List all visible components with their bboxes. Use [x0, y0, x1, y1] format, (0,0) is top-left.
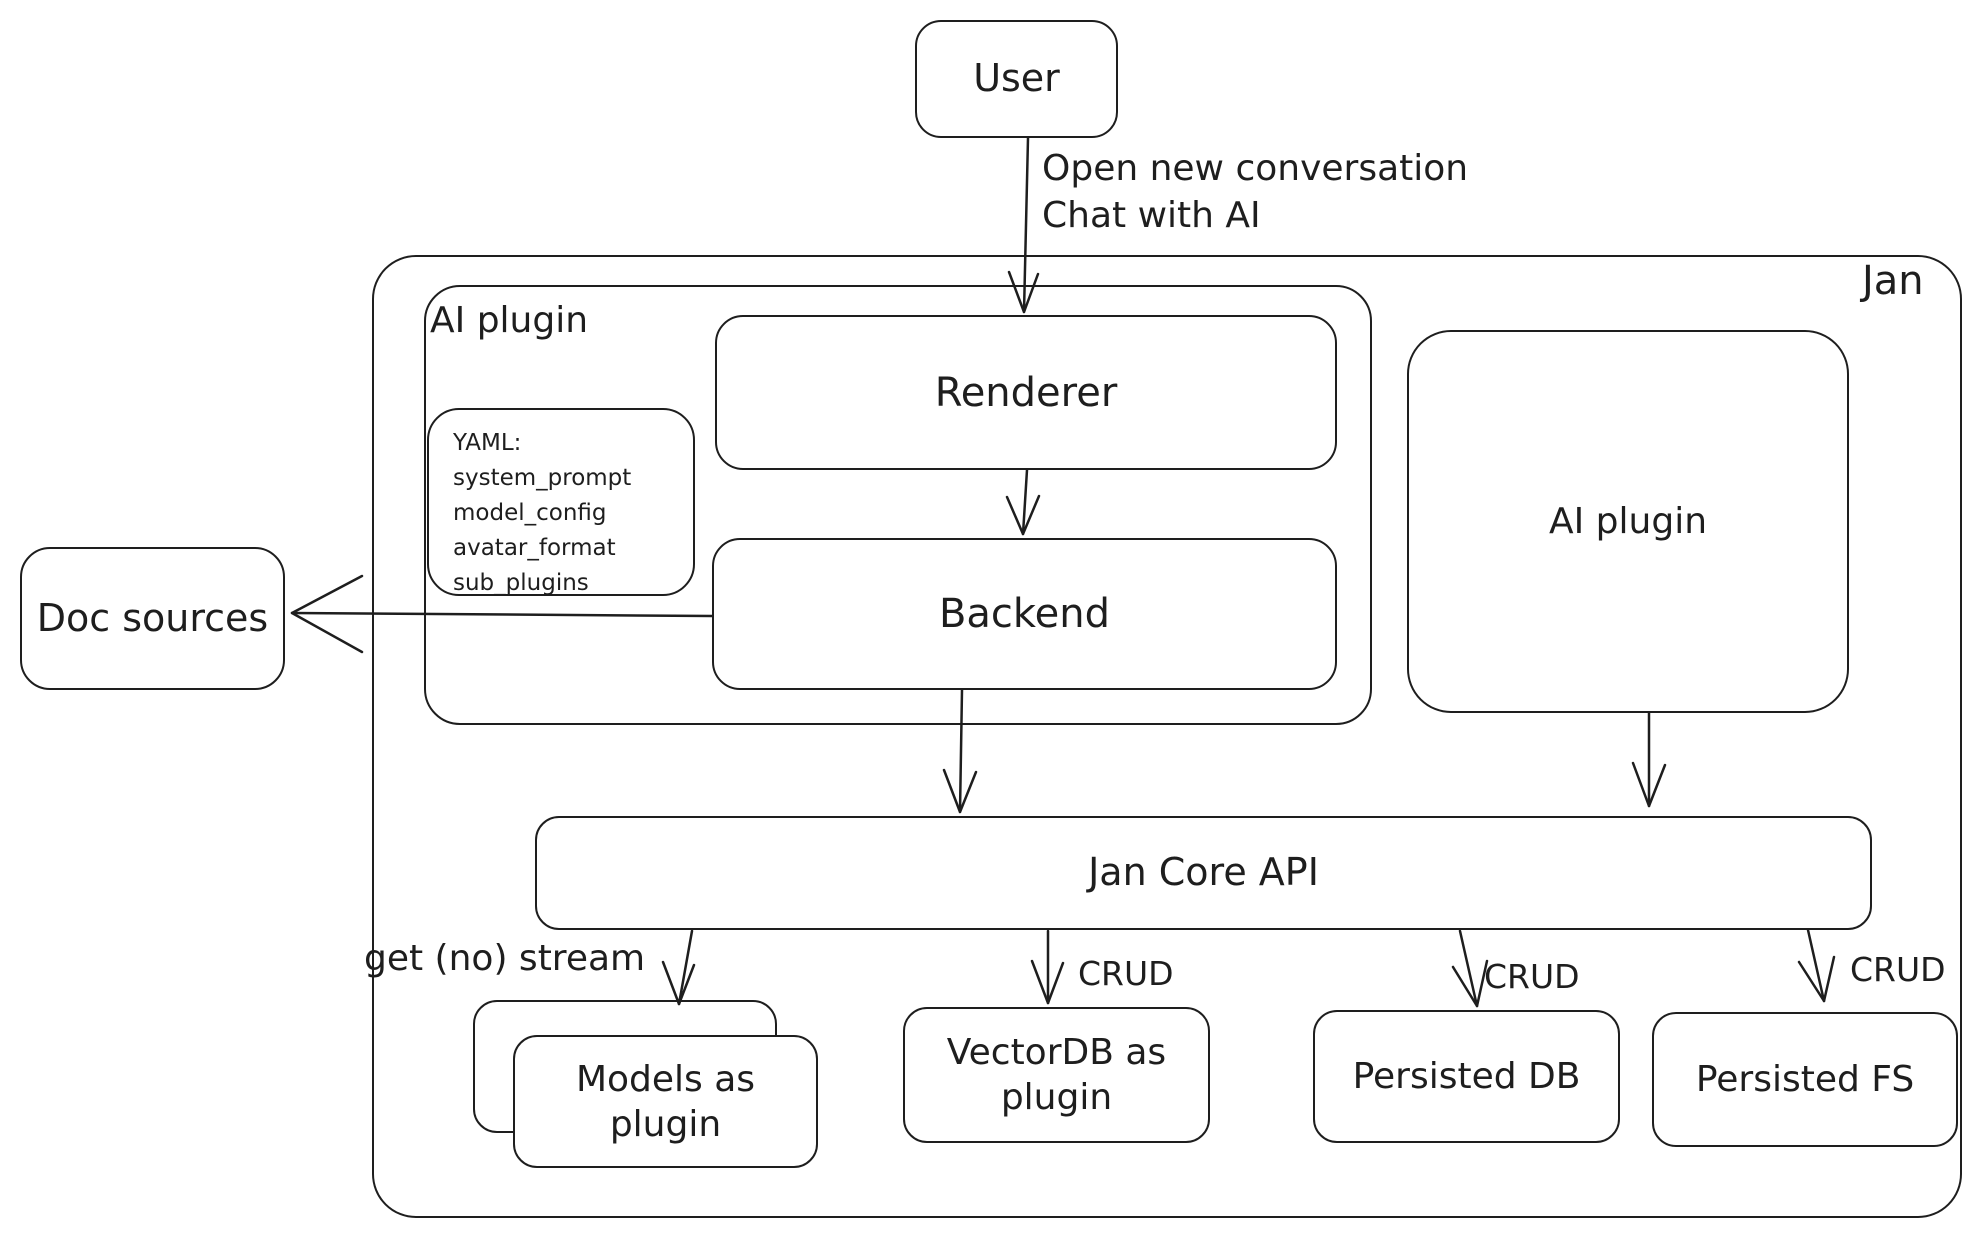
vectordb-plugin-node: VectorDB as plugin [903, 1007, 1210, 1143]
yaml-note-line: avatar_format [453, 535, 616, 561]
edge-label-crud-persisted-db: CRUD [1484, 957, 1580, 996]
yaml-note-text: YAML: system_prompt model_config avatar_… [453, 426, 683, 601]
persisted-db-node-label: Persisted DB [1352, 1056, 1581, 1097]
persisted-db-node: Persisted DB [1313, 1010, 1620, 1143]
doc-sources-node-label: Doc sources [36, 595, 269, 640]
edge-label-get-no-stream-text: get (no) stream [364, 938, 646, 979]
jan-container-label: Jan [1862, 258, 1924, 304]
doc-sources-node: Doc sources [20, 547, 285, 690]
edge-label-user-to-renderer: Open new conversation Chat with AI [1042, 146, 1522, 240]
vectordb-plugin-node-label: VectorDB as plugin [946, 1032, 1167, 1118]
jan-core-api-node: Jan Core API [535, 816, 1872, 930]
models-plugin-node-label: Models as plugin [575, 1058, 756, 1145]
ai-plugin-node: AI plugin [1407, 330, 1849, 713]
edge-label-line: Chat with AI [1042, 194, 1261, 236]
backend-node: Backend [712, 538, 1337, 690]
models-plugin-node: Models as plugin [513, 1035, 818, 1168]
yaml-note: YAML: system_prompt model_config avatar_… [427, 408, 695, 596]
yaml-note-line: sub_plugins [453, 570, 589, 596]
jan-container [372, 255, 1962, 1218]
ai-plugin-group-label: AI plugin [430, 300, 589, 341]
renderer-node: Renderer [715, 315, 1337, 470]
backend-node-label: Backend [938, 591, 1111, 637]
edge-label-crud-persisted-fs: CRUD [1850, 950, 1946, 989]
user-node-label: User [973, 56, 1060, 101]
yaml-note-line: YAML: [453, 430, 522, 456]
ai-plugin-group [424, 285, 1372, 725]
edge-label-line: Open new conversation [1042, 148, 1469, 189]
user-node: User [915, 20, 1118, 138]
persisted-fs-node: Persisted FS [1652, 1012, 1958, 1147]
ai-plugin-node-label: AI plugin [1548, 501, 1708, 542]
renderer-node-label: Renderer [934, 369, 1118, 416]
edge-label-crud-vectordb: CRUD [1078, 954, 1174, 993]
yaml-note-line: model_config [453, 500, 607, 526]
persisted-fs-node-label: Persisted FS [1695, 1059, 1915, 1100]
yaml-note-line: system_prompt [453, 465, 632, 491]
jan-core-api-node-label: Jan Core API [1088, 850, 1319, 895]
